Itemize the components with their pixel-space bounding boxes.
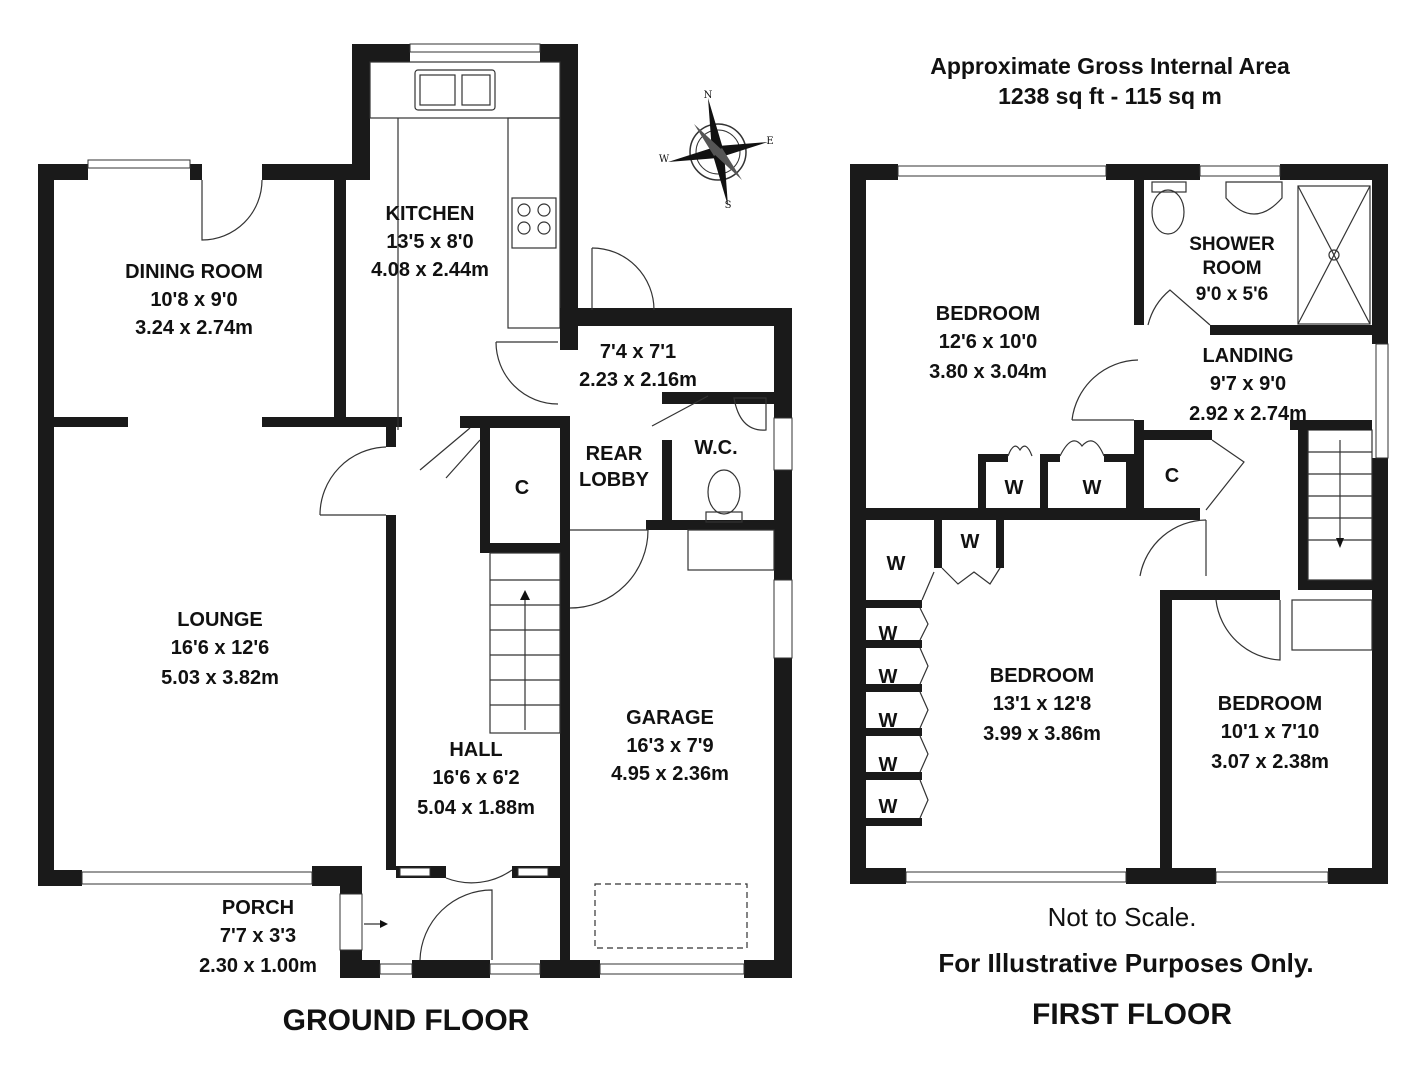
wardrobe-label: W [1005, 477, 1024, 499]
not-to-scale-note: Not to Scale. [1048, 902, 1197, 932]
dining-metric: 3.24 x 2.74m [135, 317, 253, 339]
bedroom3-metric: 3.07 x 2.38m [1211, 751, 1329, 773]
shower-imperial: 9'0 x 5'6 [1196, 284, 1268, 305]
dining-imperial: 10'8 x 9'0 [150, 289, 237, 311]
kitchen-metric: 4.08 x 2.44m [371, 259, 489, 281]
area-line1: Approximate Gross Internal Area [930, 53, 1290, 79]
bedroom1-name: BEDROOM [936, 303, 1040, 325]
hall-metric: 5.04 x 1.88m [417, 797, 535, 819]
first-floor-plan [850, 164, 1389, 884]
wc-name: W.C. [694, 437, 737, 459]
lounge-metric: 5.03 x 3.82m [161, 667, 279, 689]
rear-lobby-name1: REAR [586, 443, 643, 465]
landing-metric: 2.92 x 2.74m [1189, 403, 1307, 425]
lounge-imperial: 16'6 x 12'6 [171, 637, 270, 659]
shower-name2: ROOM [1202, 258, 1261, 279]
rear-lobby-imperial: 7'4 x 7'1 [600, 341, 676, 363]
landing-cupboard-label: C [1165, 465, 1179, 487]
garage-metric: 4.95 x 2.36m [611, 763, 729, 785]
wardrobe-label: W [879, 710, 898, 732]
landing-imperial: 9'7 x 9'0 [1210, 373, 1286, 395]
bedroom3-imperial: 10'1 x 7'10 [1221, 721, 1320, 743]
bedroom2-metric: 3.99 x 3.86m [983, 723, 1101, 745]
area-line2: 1238 sq ft - 115 sq m [998, 83, 1222, 109]
compass-icon: N E S W [659, 90, 774, 211]
porch-imperial: 7'7 x 3'3 [220, 925, 296, 947]
porch-metric: 2.30 x 1.00m [199, 955, 317, 977]
cupboard-name: C [515, 477, 529, 499]
hall-imperial: 16'6 x 6'2 [432, 767, 519, 789]
landing-name: LANDING [1202, 345, 1293, 367]
hall-name: HALL [449, 739, 502, 761]
bedroom3-name: BEDROOM [1218, 693, 1322, 715]
wardrobe-label: W [879, 754, 898, 776]
wardrobe-label: W [879, 623, 898, 645]
compass-w-label: W [659, 154, 670, 165]
ground-floor-plan [38, 43, 793, 978]
shower-name1: SHOWER [1189, 234, 1275, 255]
wardrobe-label: W [887, 553, 906, 575]
bedroom1-metric: 3.80 x 3.04m [929, 361, 1047, 383]
kitchen-name: KITCHEN [386, 203, 475, 225]
lounge-name: LOUNGE [177, 609, 263, 631]
compass-e-label: E [766, 136, 773, 147]
rear-lobby-metric: 2.23 x 2.16m [579, 369, 697, 391]
bedroom2-imperial: 13'1 x 12'8 [993, 693, 1092, 715]
first-floor-title: FIRST FLOOR [1032, 998, 1232, 1031]
kitchen-imperial: 13'5 x 8'0 [386, 231, 473, 253]
porch-name: PORCH [222, 897, 294, 919]
garage-imperial: 16'3 x 7'9 [626, 735, 713, 757]
compass-s-label: S [725, 200, 732, 211]
wardrobe-label: W [879, 666, 898, 688]
wardrobe-label: W [879, 796, 898, 818]
garage-name: GARAGE [626, 707, 714, 729]
bedroom2-name: BEDROOM [990, 665, 1094, 687]
rear-lobby-name2: LOBBY [579, 469, 650, 491]
compass-n-label: N [704, 90, 713, 101]
bedroom1-imperial: 12'6 x 10'0 [939, 331, 1038, 353]
illustrative-note: For Illustrative Purposes Only. [938, 948, 1313, 978]
wardrobe-label: W [1083, 477, 1102, 499]
ground-floor-title: GROUND FLOOR [283, 1004, 530, 1037]
wardrobe-label: W [961, 531, 980, 553]
dining-name: DINING ROOM [125, 261, 263, 283]
